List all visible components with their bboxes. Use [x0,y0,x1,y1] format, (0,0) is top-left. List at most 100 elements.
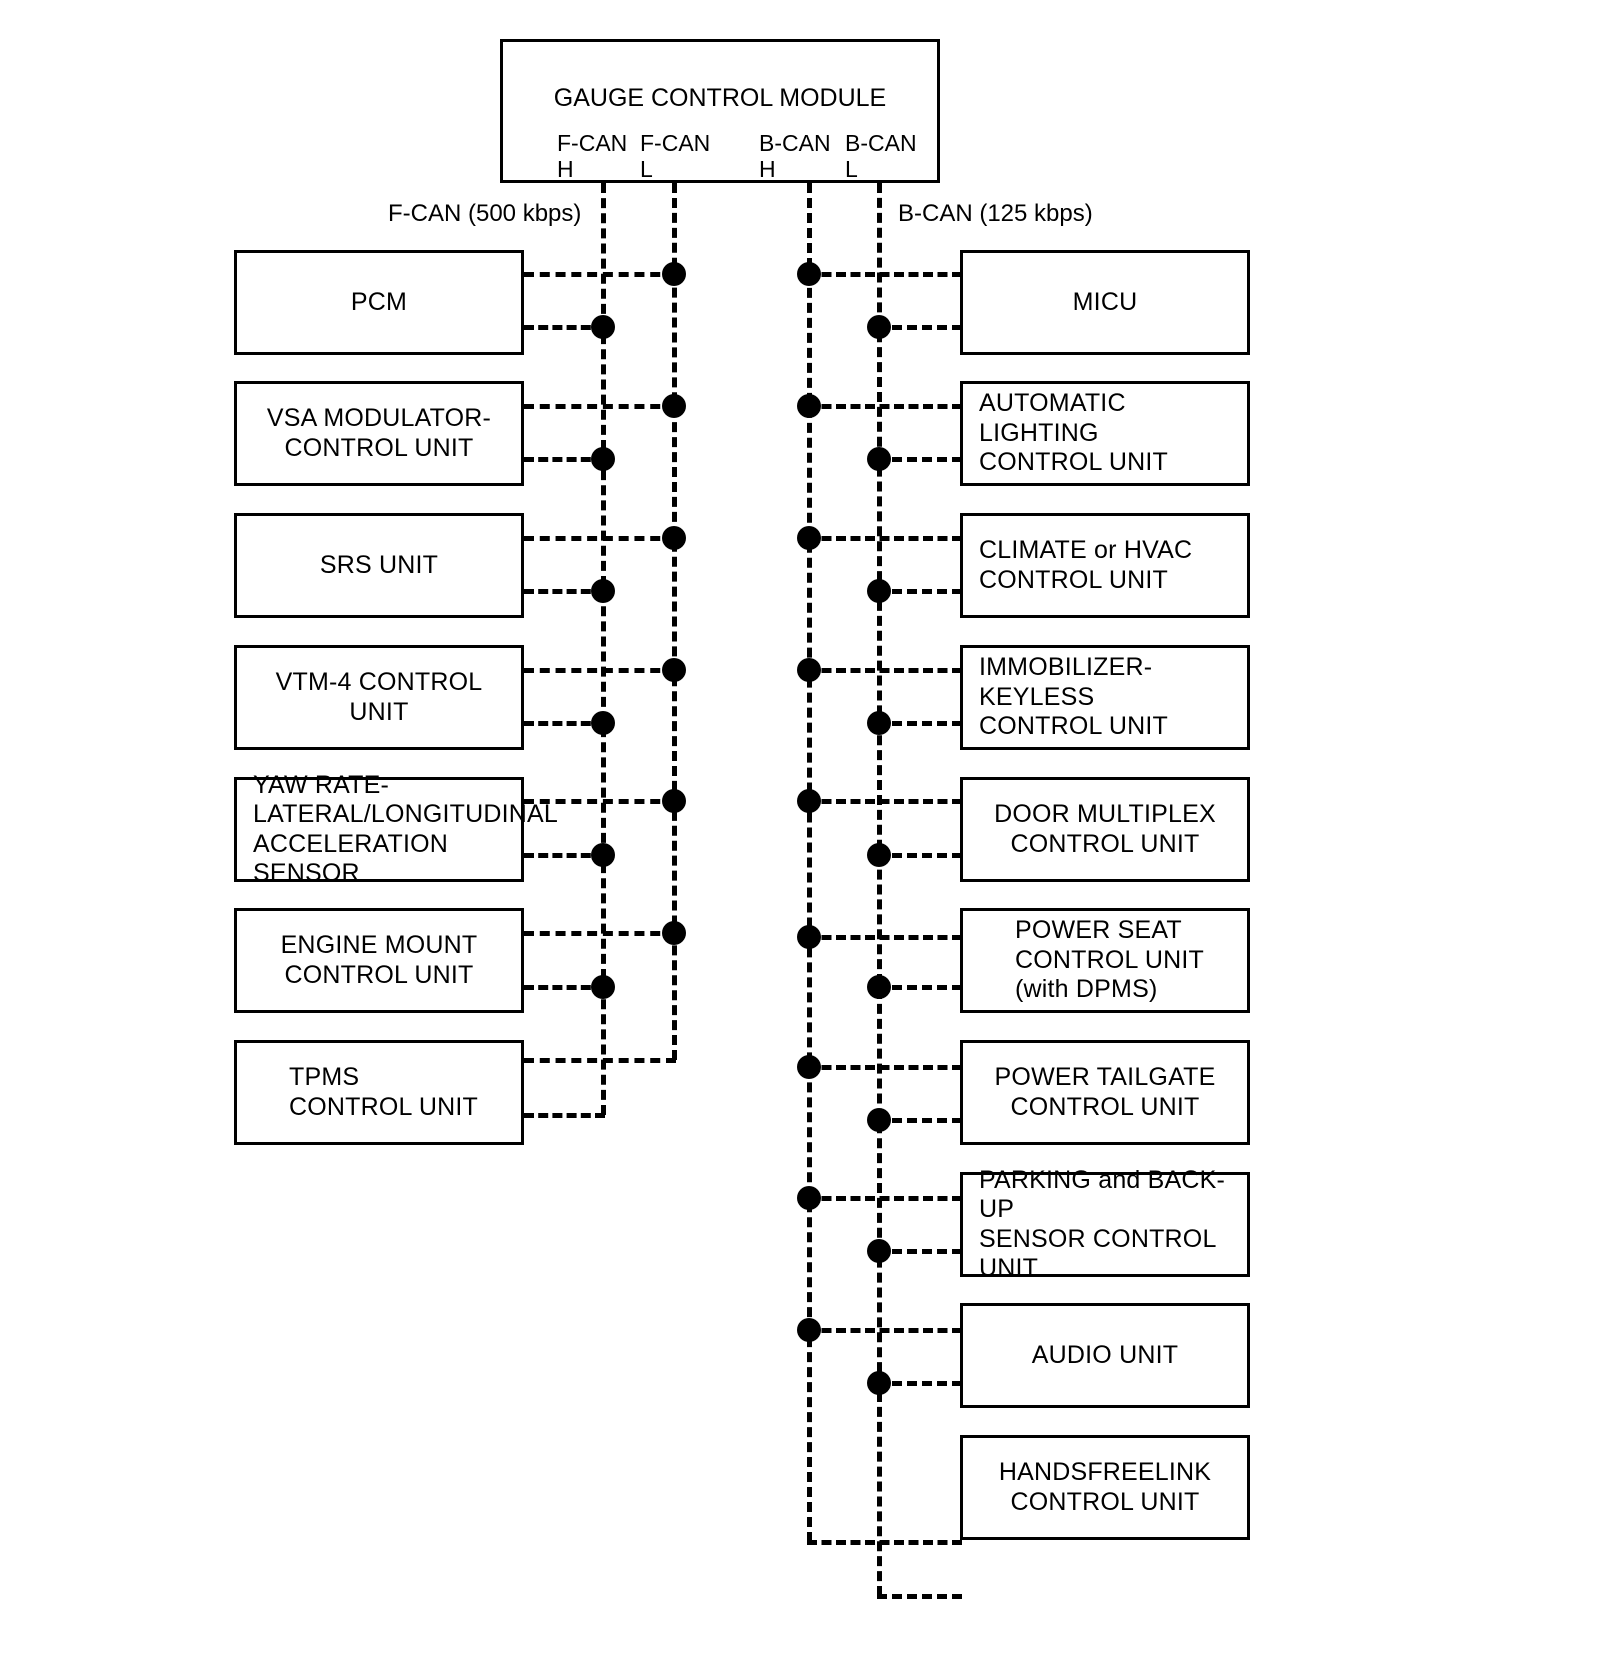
node-label: POWER TAILGATE CONTROL UNIT [994,1063,1216,1121]
stub-power-tailgate-lower [877,1118,962,1123]
junction-dot-immobilizer-b-can-l [867,711,891,735]
stub-audio-upper [807,1328,962,1333]
terminal-b-can-h: B-CAN H [759,130,831,182]
node-box-door-multiplex-control-unit: DOOR MULTIPLEX CONTROL UNIT [960,777,1250,882]
stub-vsa-upper [524,404,676,409]
stub-vtm4-lower [524,721,605,726]
node-box-tpms-control-unit: TPMS CONTROL UNIT [234,1040,524,1145]
node-label: AUDIO UNIT [1031,1340,1179,1369]
stub-immobilizer-upper [807,668,962,673]
stub-audio-lower [877,1381,962,1386]
node-label: PCM [350,287,408,316]
junction-dot-vtm4-f-can-l [662,658,686,682]
node-box-power-seat-control-unit: POWER SEAT CONTROL UNIT (with DPMS) [960,908,1250,1013]
node-label: SRS UNIT [319,550,439,579]
node-box-power-tailgate-control-unit: POWER TAILGATE CONTROL UNIT [960,1040,1250,1145]
node-box-audio-unit: AUDIO UNIT [960,1303,1250,1408]
stub-micu-lower [877,325,962,330]
junction-dot-parking-b-can-l [867,1239,891,1263]
stub-climate-lower [877,589,962,594]
terminal-f-can-l: F-CAN L [640,130,711,182]
node-box-climate-hvac-control-unit: CLIMATE or HVAC CONTROL UNIT [960,513,1250,618]
stub-power-tailgate-upper [807,1065,962,1070]
stub-door-multiplex-lower [877,853,962,858]
stub-srs-upper [524,536,676,541]
stub-auto-lighting-upper [807,404,962,409]
node-box-automatic-lighting-control-unit: AUTOMATIC LIGHTING CONTROL UNIT [960,381,1250,486]
stub-power-seat-lower [877,985,962,990]
junction-dot-climate-b-can-h [797,526,821,550]
junction-dot-micu-b-can-l [867,315,891,339]
stub-parking-lower [877,1249,962,1254]
junction-dot-power-seat-b-can-h [797,925,821,949]
bus-line-b-can-l [877,183,882,1596]
stub-auto-lighting-lower [877,457,962,462]
node-box-yaw-rate-acceleration-sensor: YAW RATE- LATERAL/LONGITUDINAL ACCELERAT… [234,771,558,887]
node-box-srs-unit: SRS UNIT [234,513,524,618]
stub-tpms-upper [524,1058,676,1063]
junction-dot-srs-f-can-h [591,579,615,603]
stub-yaw-upper [524,799,676,804]
junction-dot-pcm-f-can-l [662,262,686,286]
junction-dot-vsa-f-can-h [591,447,615,471]
junction-dot-srs-f-can-l [662,526,686,550]
gauge-control-module-box: GAUGE CONTROL MODULE [500,39,940,183]
junction-dot-climate-b-can-l [867,579,891,603]
stub-vtm4-upper [524,668,676,673]
junction-dot-door-multiplex-b-can-h [797,789,821,813]
stub-power-seat-upper [807,935,962,940]
junction-dot-pcm-f-can-h [591,315,615,339]
junction-dot-auto-lighting-b-can-l [867,447,891,471]
node-label: CLIMATE or HVAC CONTROL UNIT [979,536,1193,594]
gauge-control-module-title: GAUGE CONTROL MODULE [553,84,887,112]
node-label: VSA MODULATOR- CONTROL UNIT [266,404,492,462]
node-label: IMMOBILIZER-KEYLESS CONTROL UNIT [979,653,1168,741]
stub-engine-mount-lower [524,985,605,990]
junction-dot-immobilizer-b-can-h [797,658,821,682]
node-label: POWER SEAT CONTROL UNIT (with DPMS) [1015,916,1204,1004]
junction-dot-door-multiplex-b-can-l [867,843,891,867]
node-label: TPMS CONTROL UNIT [289,1063,478,1121]
stub-handsfreelink-upper [807,1540,962,1545]
junction-dot-yaw-f-can-h [591,843,615,867]
junction-dot-engine-mount-f-can-l [662,921,686,945]
junction-dot-vsa-f-can-l [662,394,686,418]
node-box-immobilizer-keyless-control-unit: IMMOBILIZER-KEYLESS CONTROL UNIT [960,645,1250,750]
bus-line-b-can-h [807,183,812,1542]
bus-line-f-can-l [672,183,677,1060]
junction-dot-audio-b-can-l [867,1371,891,1395]
bus-label-f-can: F-CAN (500 kbps) [388,200,582,227]
bus-label-b-can: B-CAN (125 kbps) [898,200,1093,227]
junction-dot-micu-b-can-h [797,262,821,286]
junction-dot-engine-mount-f-can-h [591,975,615,999]
junction-dot-vtm4-f-can-h [591,711,615,735]
node-box-parking-backup-sensor-control-unit: PARKING and BACK-UP SENSOR CONTROL UNIT [960,1166,1250,1282]
node-box-engine-mount-control-unit: ENGINE MOUNT CONTROL UNIT [234,908,524,1013]
stub-immobilizer-lower [877,721,962,726]
node-label: PARKING and BACK-UP SENSOR CONTROL UNIT [979,1165,1226,1283]
node-box-handsfreelink-control-unit: HANDSFREELINK CONTROL UNIT [960,1435,1250,1540]
node-box-micu: MICU [960,250,1250,355]
stub-yaw-lower [524,853,605,858]
junction-dot-auto-lighting-b-can-h [797,394,821,418]
stub-pcm-upper [524,272,676,277]
stub-door-multiplex-upper [807,799,962,804]
stub-tpms-lower [524,1113,605,1118]
stub-pcm-lower [524,325,605,330]
node-box-vsa-modulator-control-unit: VSA MODULATOR- CONTROL UNIT [234,381,524,486]
stub-parking-upper [807,1196,962,1201]
node-box-vtm-4-control-unit: VTM-4 CONTROL UNIT [234,645,524,750]
junction-dot-audio-b-can-h [797,1318,821,1342]
junction-dot-power-tailgate-b-can-h [797,1055,821,1079]
node-label: VTM-4 CONTROL UNIT [275,668,483,726]
stub-climate-upper [807,536,962,541]
junction-dot-power-seat-b-can-l [867,975,891,999]
node-label: ENGINE MOUNT CONTROL UNIT [280,931,478,989]
bus-line-f-can-h [601,183,606,1115]
junction-dot-parking-b-can-h [797,1186,821,1210]
stub-handsfreelink-lower [877,1594,962,1599]
node-label: DOOR MULTIPLEX CONTROL UNIT [994,800,1216,858]
node-label: AUTOMATIC LIGHTING CONTROL UNIT [979,389,1168,477]
junction-dot-yaw-f-can-l [662,789,686,813]
